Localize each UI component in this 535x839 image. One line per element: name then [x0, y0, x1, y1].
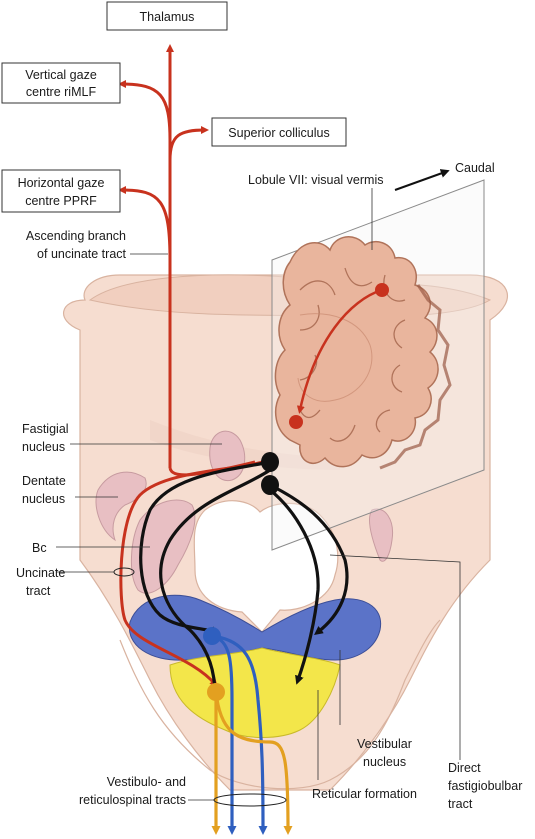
red-vermis-projection — [296, 288, 383, 414]
lobule-vii-label: Lobule VII: visual vermis — [248, 173, 383, 187]
fastigial-black-node-1 — [261, 452, 279, 472]
fastigial-label-2: nucleus — [22, 440, 65, 454]
bc-label: Bc — [32, 541, 47, 555]
horizontal-gaze-label-1: Horizontal gaze — [18, 176, 105, 190]
bc-shape — [130, 499, 196, 594]
caudal-label: Caudal — [455, 161, 495, 175]
reticular-label: Reticular formation — [312, 787, 417, 801]
direct-label-1: Direct — [448, 761, 481, 775]
dentate-label-2: nucleus — [22, 492, 65, 506]
cerebellar-vermis — [274, 236, 452, 470]
thalamus-box: Thalamus — [106, 1, 228, 31]
reticular-orange-node — [207, 683, 225, 701]
caudal-arrow — [394, 169, 450, 191]
vestibulo-label-2: reticulospinal tracts — [79, 793, 186, 807]
vestibulo-label-1: Vestibulo- and — [107, 775, 186, 789]
black-fastigiobulbar-tract — [139, 460, 349, 700]
uncinate-label-1: Uncinate — [16, 566, 65, 580]
leader-lines — [56, 188, 461, 801]
right-nucleus-shape — [368, 508, 394, 562]
thalamus-label: Thalamus — [140, 10, 195, 24]
superior-colliculus-label: Superior colliculus — [228, 126, 329, 140]
vestibulo-marker — [213, 793, 287, 807]
red-ascending-tract — [118, 44, 263, 688]
ascending-branch-label-1: Ascending branch — [26, 229, 126, 243]
vertical-gaze-box: Vertical gaze centre riMLF — [1, 62, 121, 104]
horizontal-gaze-box: Horizontal gaze centre PPRF — [1, 169, 121, 213]
vestibular-label-1: Vestibular — [357, 737, 412, 751]
vestibular-blue-node — [203, 627, 221, 645]
orange-descending-tract — [211, 691, 293, 835]
fourth-ventricle — [193, 500, 339, 633]
uncinate-label-2: tract — [26, 584, 51, 598]
vertical-gaze-label-1: Vertical gaze — [25, 68, 97, 82]
dentate-nucleus-shape — [95, 471, 147, 542]
fastigial-red-node — [289, 415, 303, 429]
superior-colliculus-box: Superior colliculus — [211, 117, 347, 147]
direct-label-3: tract — [448, 797, 473, 811]
vertical-gaze-label-2: centre riMLF — [26, 85, 97, 99]
medulla-outline — [119, 619, 441, 790]
vermis-red-node — [375, 283, 389, 297]
fastigial-black-node-2 — [261, 475, 279, 495]
fastigial-label-1: Fastigial — [22, 422, 69, 436]
vestibular-label-2: nucleus — [363, 755, 406, 769]
direct-label-2: fastigiobulbar — [448, 779, 522, 793]
dentate-label-1: Dentate — [22, 474, 66, 488]
ascending-branch-label-2: of uncinate tract — [37, 247, 126, 261]
horizontal-gaze-label-2: centre PPRF — [25, 194, 97, 208]
